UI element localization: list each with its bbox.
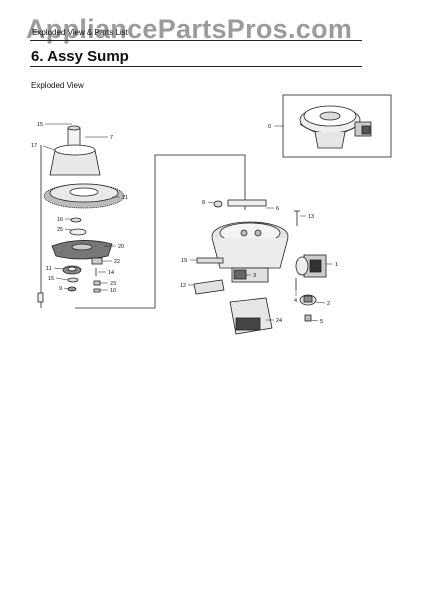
part-label-7: 7	[110, 135, 113, 141]
part-15b-seal-illustration	[67, 277, 79, 283]
part-12-gasket-illustration	[193, 279, 225, 295]
part-1-pump-motor-illustration	[295, 254, 327, 278]
watermark: AppliancePartsPros.com	[26, 14, 353, 44]
part-17-housing-illustration	[49, 144, 101, 176]
part-label-19: 19	[181, 258, 187, 264]
inset-sump-assembly-illustration	[299, 105, 372, 149]
part-10-pin-illustration	[93, 288, 101, 293]
leader-lines	[42, 123, 333, 322]
part-label-17: 17	[31, 143, 37, 149]
part-5-screw-illustration	[304, 314, 312, 322]
part-label-11: 11	[46, 266, 52, 272]
part-13-screw-illustration	[294, 210, 300, 226]
part-label-9: 9	[59, 286, 62, 292]
part-label-13: 13	[308, 214, 314, 220]
part-16-ring-illustration	[70, 217, 82, 223]
part-label-23: 23	[110, 281, 116, 287]
subsection-title: Exploded View	[31, 81, 84, 90]
part-label-5: 5	[320, 319, 323, 325]
part-20-impeller-plate-illustration	[51, 240, 113, 260]
part-label-0: 0	[268, 124, 271, 130]
part-19-hose-illustration	[196, 257, 224, 264]
part-25-washer-illustration	[69, 228, 87, 236]
part-23-clip-illustration	[93, 280, 101, 286]
part-8-filter-rod-illustration	[213, 199, 267, 208]
part-24-heater-housing-illustration	[229, 297, 273, 335]
part-label-6: 6	[276, 206, 279, 212]
part-label-20: 20	[118, 244, 124, 250]
header-label: Exploded View & Parts List	[32, 28, 128, 37]
part-9-bearing-illustration	[67, 286, 77, 292]
part-label-24: 24	[276, 318, 282, 324]
part-2-valve-illustration	[299, 294, 317, 306]
part-label-8: 8	[202, 200, 205, 206]
title-rule	[30, 66, 362, 67]
routing-line	[75, 154, 246, 309]
small-stud-illustration	[37, 292, 44, 303]
part-label-16: 16	[57, 217, 63, 223]
section-title: 6. Assy Sump	[31, 48, 129, 65]
part-label-25: 25	[57, 227, 63, 233]
part-label-2: 2	[327, 301, 330, 307]
part-label-15: 15	[37, 122, 43, 128]
part-3-sensor-illustration	[233, 269, 247, 280]
part-11-impeller-illustration	[62, 265, 82, 275]
part-label-22: 22	[114, 259, 120, 265]
part-label-14: 14	[108, 270, 114, 276]
part-label-21: 21	[122, 195, 128, 201]
part-label-3: 3	[253, 273, 256, 279]
part-21-gear-ring-illustration	[43, 183, 125, 209]
part-label-4: 4	[294, 298, 297, 304]
header-rule	[30, 40, 362, 41]
part-label-10: 10	[110, 288, 116, 294]
part-22-nut-illustration	[91, 257, 103, 265]
part-label-15b: 15	[48, 276, 54, 282]
part-label-12: 12	[180, 283, 186, 289]
part-label-1: 1	[335, 262, 338, 268]
sump-body-illustration	[211, 221, 289, 283]
